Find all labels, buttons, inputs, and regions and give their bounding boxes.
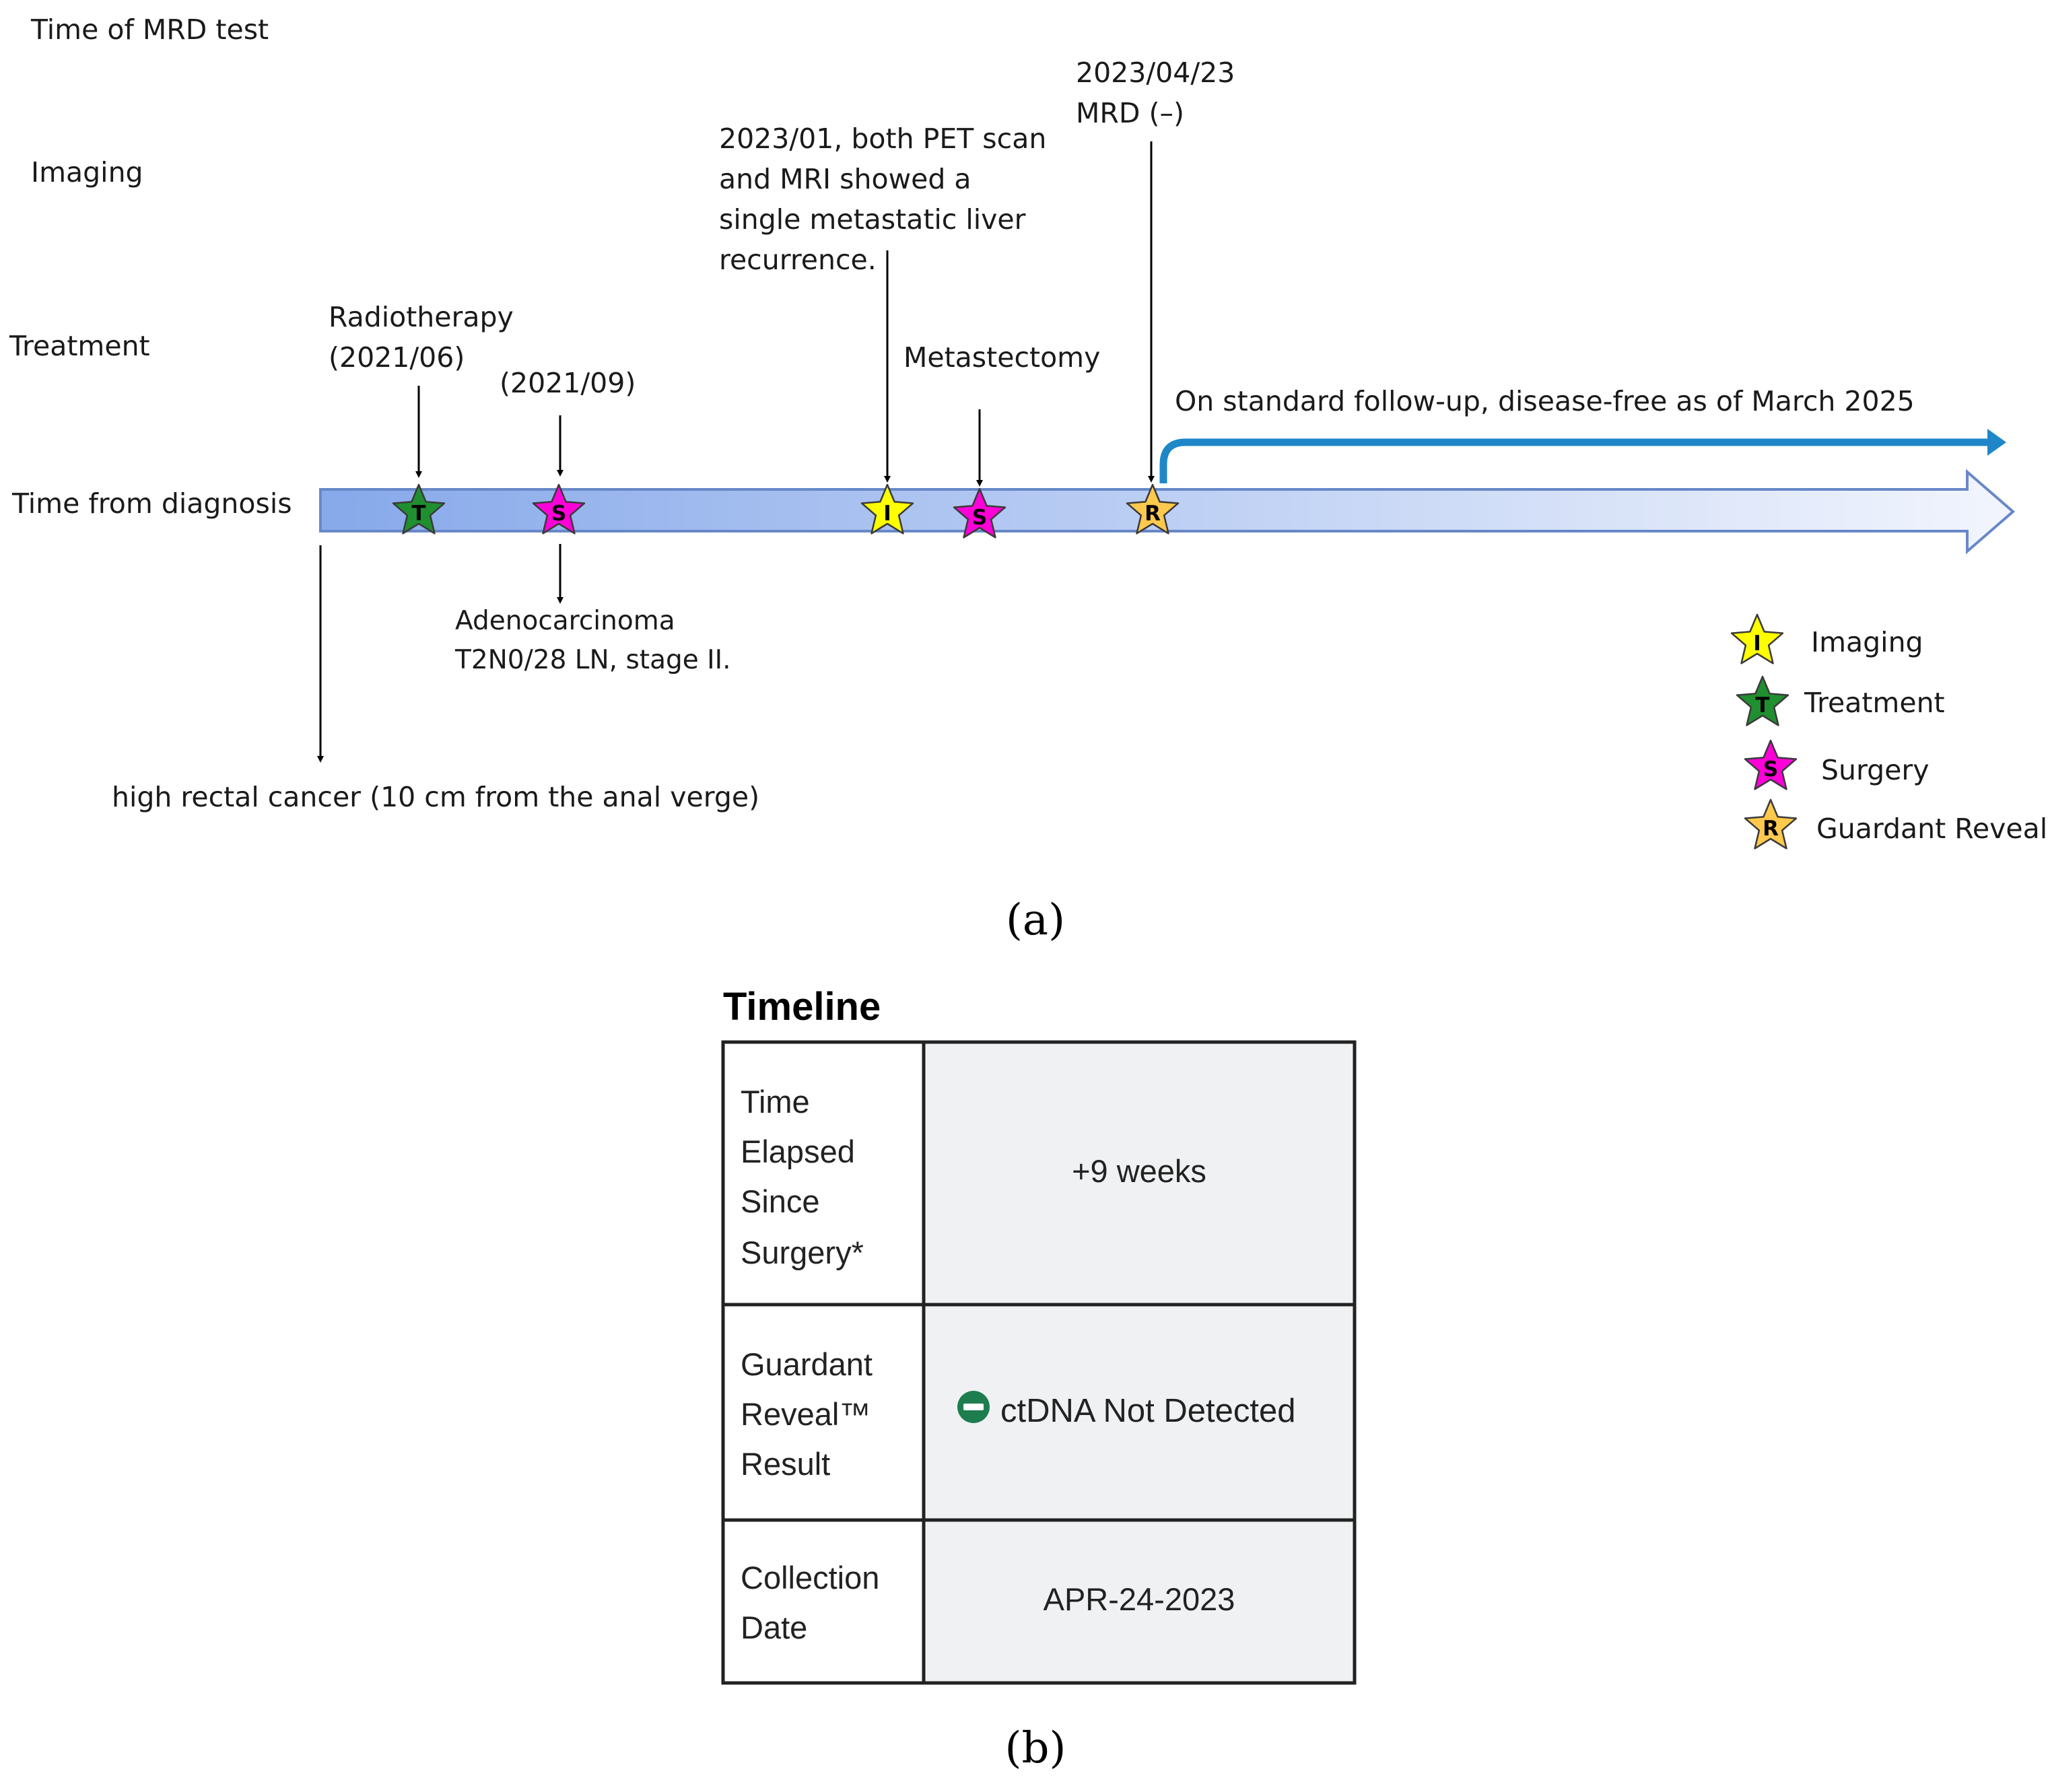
diagnosis-text: high rectal cancer (10 cm from the anal … bbox=[112, 781, 759, 813]
row-label-time: Time from diagnosis bbox=[11, 487, 292, 520]
followup-arrow bbox=[1159, 438, 1989, 483]
pathology-line-1: Adenocarcinoma bbox=[455, 606, 675, 636]
row-2-label-line-3: Result bbox=[741, 1446, 830, 1482]
row-1-label-line-4: Surgery* bbox=[741, 1235, 864, 1270]
imaging-label-line-3: single metastatic liver bbox=[719, 203, 1026, 236]
row-3-label-line-2: Date bbox=[741, 1610, 807, 1645]
pathology-line-2: T2N0/28 LN, stage II. bbox=[454, 645, 731, 675]
row-1-value: +9 weeks bbox=[1072, 1153, 1206, 1189]
radiotherapy-label-line-2: (2021/06) bbox=[329, 341, 465, 374]
row-2-label-line-1: Guardant bbox=[741, 1346, 873, 1382]
svg-text:S: S bbox=[551, 502, 566, 526]
legend-treatment-label: Treatment bbox=[1804, 687, 1945, 719]
mrd-label-line-1: 2023/04/23 bbox=[1076, 57, 1235, 89]
legend-guardant-reveal-star-icon: R bbox=[1744, 798, 1798, 850]
table-row: Guardant Reveal™ Result ctDNA Not Detect… bbox=[741, 1346, 1295, 1482]
row-2-label-line-2: Reveal™ bbox=[741, 1396, 871, 1432]
radiotherapy-label-line-1: Radiotherapy bbox=[329, 301, 514, 333]
table-border bbox=[721, 1040, 1357, 1685]
svg-text:T: T bbox=[411, 502, 425, 526]
treatment-star-icon: T bbox=[392, 483, 446, 535]
legend-treatment-star-icon: T bbox=[1736, 675, 1789, 726]
row-label-imaging: Imaging bbox=[31, 156, 143, 188]
mrd-label-line-2: MRD (–) bbox=[1076, 97, 1184, 129]
imaging-label-line-1: 2023/01, both PET scan bbox=[719, 123, 1046, 155]
table-label-column bbox=[723, 1042, 924, 1683]
row-3-label-line-1: Collection bbox=[741, 1560, 879, 1595]
svg-text:T: T bbox=[1755, 693, 1769, 718]
imaging-label-line-2: and MRI showed a bbox=[719, 163, 971, 195]
table-value-column bbox=[924, 1042, 1355, 1683]
row-2-value: ctDNA Not Detected bbox=[1000, 1393, 1295, 1429]
surgery-star-icon-2: S bbox=[953, 487, 1006, 539]
legend-surgery-star-icon: S bbox=[1744, 739, 1798, 790]
table-row: Collection Date APR-24-2023 bbox=[741, 1560, 1235, 1645]
row-label-treatment: Treatment bbox=[9, 330, 150, 362]
legend: I Imaging T Treatment S Surgery R Guarda… bbox=[1730, 613, 2047, 850]
followup-arrowhead bbox=[1987, 429, 2006, 456]
surgery-1-label: (2021/09) bbox=[500, 367, 636, 399]
svg-text:I: I bbox=[883, 502, 891, 526]
metastectomy-label: Metastectomy bbox=[903, 341, 1100, 374]
row-1-label-line-3: Since bbox=[741, 1183, 820, 1219]
row-3-value: APR-24-2023 bbox=[1044, 1581, 1235, 1617]
table-row: Time Elapsed Since Surgery* +9 weeks bbox=[741, 1084, 1206, 1270]
followup-text: On standard follow-up, disease-free as o… bbox=[1175, 385, 1915, 417]
legend-imaging-star-icon: I bbox=[1730, 613, 1784, 664]
svg-text:R: R bbox=[1145, 502, 1161, 526]
row-1-label-line-2: Elapsed bbox=[741, 1134, 855, 1169]
legend-imaging-label: Imaging bbox=[1811, 626, 1923, 658]
row-label-mrd: Time of MRD test bbox=[30, 13, 269, 46]
svg-text:I: I bbox=[1753, 631, 1761, 656]
panel-b-label: (b) bbox=[1005, 1723, 1066, 1773]
legend-surgery-label: Surgery bbox=[1821, 754, 1930, 786]
svg-text:S: S bbox=[1763, 757, 1778, 782]
timeline-table: Time Elapsed Since Surgery* +9 weeks Gua… bbox=[721, 1040, 1357, 1685]
imaging-star-icon: I bbox=[860, 483, 914, 535]
guardant-reveal-star-icon: R bbox=[1126, 483, 1180, 535]
panel-a-label: (a) bbox=[1006, 895, 1065, 945]
svg-text:R: R bbox=[1763, 817, 1779, 841]
imaging-label-line-4: recurrence. bbox=[719, 244, 877, 276]
legend-guardant-reveal-label: Guardant Reveal bbox=[1816, 813, 2047, 845]
minus-circle-icon bbox=[957, 1391, 990, 1423]
table-title: Timeline bbox=[723, 985, 881, 1029]
row-1-label-line-1: Time bbox=[741, 1084, 810, 1119]
svg-text:S: S bbox=[972, 506, 987, 530]
surgery-star-icon-1: S bbox=[532, 483, 586, 535]
